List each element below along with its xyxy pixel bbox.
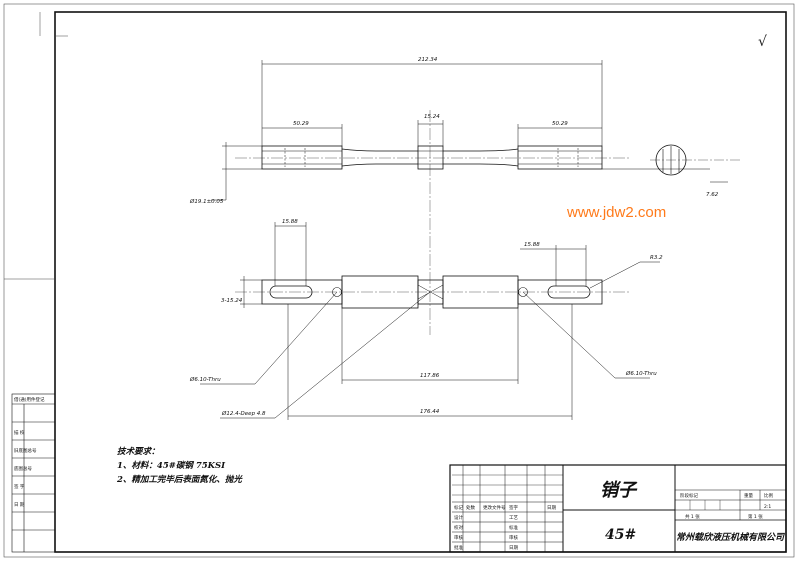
dim-hole-right: Ø6.10-Thru (625, 370, 657, 377)
strip-label-5: 签 字 (14, 483, 25, 490)
title-block (449, 464, 787, 553)
watermark-text: www.jdw2.com (566, 204, 666, 221)
inner-border (54, 11, 787, 553)
rev-date: 日期 (547, 505, 556, 511)
dim-hole-left: Ø6.10-Thru (189, 376, 221, 383)
tech-notes-title: 技术要求： (117, 446, 160, 457)
dim-flat-height: 3-15.24 (221, 298, 243, 304)
stage-label: 阶段标记 (680, 492, 698, 499)
strip-label-3: 旧底图总号 (14, 447, 37, 454)
roughness-icon: √ (758, 34, 767, 50)
weight-label: 重量 (744, 492, 753, 499)
tb-approve: 批准 (454, 544, 463, 551)
outer-border (3, 3, 795, 558)
dim-right-segment: 50.29 (552, 121, 568, 127)
tb-date: 日期 (509, 545, 518, 551)
tech-notes-line2: 2、精加工完毕后表面氮化、抛光 (116, 474, 243, 485)
dim-span-middle: 117.86 (420, 373, 440, 379)
strip-label-4: 底图总号 (14, 465, 32, 472)
sheet-number: 第 1 张 (748, 513, 763, 520)
dim-end-offset: 7.62 (706, 192, 719, 198)
rev-sign: 签字 (509, 504, 518, 511)
dim-slot-right: 15.88 (524, 242, 540, 248)
strip-label-1: 借(通)用件登记 (14, 396, 45, 403)
part-name: 销子 (600, 480, 638, 501)
tb-review: 审核 (454, 534, 463, 541)
strip-label-2: 描 校 (14, 429, 25, 436)
shaft-top-view (261, 145, 603, 170)
tech-notes-line1: 1、材料：45#碳钢 75KSI (117, 460, 226, 471)
scale-label: 比例 (764, 492, 773, 499)
tb-standard: 标准 (509, 524, 518, 531)
tb-designer: 设计 (454, 514, 463, 521)
scale-value: 2:1 (764, 504, 771, 510)
tb-checker: 校对 (454, 524, 463, 531)
tb-audit: 审核 (509, 534, 518, 541)
dim-span-outer: 176.44 (420, 409, 440, 415)
rev-mark: 标记 (454, 504, 463, 511)
left-strip (11, 393, 56, 553)
sheets-total: 共 1 张 (685, 513, 700, 520)
dim-left-segment: 50.29 (293, 121, 309, 127)
rev-count: 处数 (466, 504, 475, 511)
dim-center-width: 15.24 (424, 114, 440, 120)
strip-label-6: 日 期 (14, 502, 25, 508)
dim-overall-length: 212.34 (418, 57, 438, 63)
company-name: 常州载欣液压机械有限公司 (676, 532, 785, 543)
tb-tech: 工艺 (509, 515, 518, 521)
dim-slot-left: 15.88 (282, 219, 298, 225)
part-material: 45# (605, 527, 636, 543)
dim-slot-radius: R3.2 (650, 255, 663, 261)
dim-cross-hole: Ø12.4-Deep 4.8 (221, 410, 266, 417)
dim-diameter: Ø19.1±0.05 (189, 198, 224, 205)
rev-doc: 更改文件号 (483, 504, 506, 511)
